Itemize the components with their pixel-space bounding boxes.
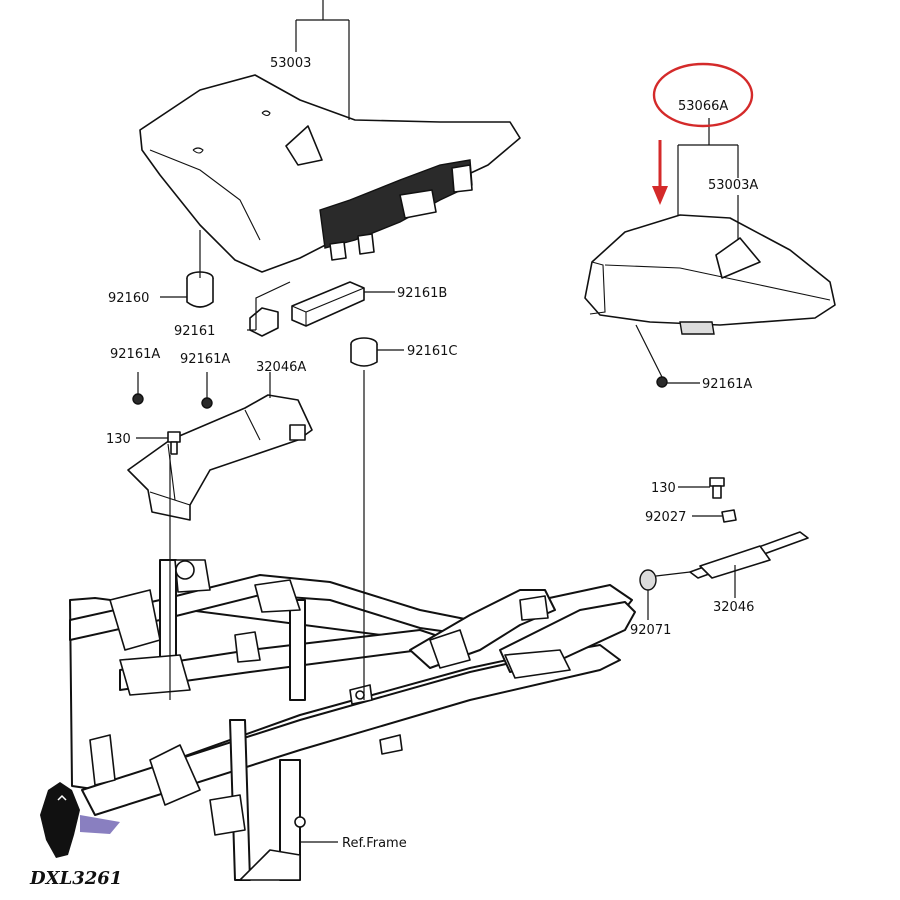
leader-lines	[136, 0, 739, 843]
label-92160: 92160	[108, 291, 149, 306]
highlight-circle	[652, 62, 754, 128]
label-92161A-1: 92161A	[110, 347, 160, 362]
label-92161B: 92161B	[397, 286, 447, 301]
highlight	[652, 62, 754, 205]
label-130-left: 130	[106, 432, 131, 447]
damper-92161	[249, 307, 279, 337]
damper-92161C	[350, 337, 378, 367]
label-53066A: 53066A	[678, 99, 728, 114]
collar-92071	[639, 569, 657, 591]
frame-assembly	[69, 559, 636, 881]
label-53003A: 53003A	[708, 178, 758, 193]
labels: 53003 53066A 53003A 92160 92161 92161B 9…	[106, 56, 758, 851]
label-32046: 32046	[713, 600, 754, 615]
label-92071: 92071	[630, 623, 671, 638]
watermark-text: DXL3261	[29, 868, 122, 889]
label-92161C: 92161C	[407, 344, 457, 359]
label-92161A-right: 92161A	[702, 377, 752, 392]
label-32046A: 32046A	[256, 360, 306, 375]
rear-seat	[584, 214, 836, 335]
small-dampers	[132, 376, 668, 409]
label-53003: 53003	[270, 56, 311, 71]
label-92161A-2: 92161A	[180, 352, 230, 367]
bracket-32046A	[127, 394, 313, 521]
watermark-logo: DXL3261	[29, 782, 122, 889]
bolt-130-right	[709, 477, 725, 499]
label-92027: 92027	[645, 510, 686, 525]
label-ref-frame: Ref.Frame	[342, 836, 407, 851]
pad-92161B	[291, 281, 365, 327]
bolt-130-left	[167, 431, 181, 455]
highlight-arrowhead	[652, 186, 668, 205]
rear-bracket-32046	[689, 531, 809, 579]
damper-92160	[186, 271, 214, 308]
label-92161: 92161	[174, 324, 215, 339]
front-seat	[139, 74, 521, 273]
label-130-right: 130	[651, 481, 676, 496]
clip-92027	[721, 509, 737, 523]
